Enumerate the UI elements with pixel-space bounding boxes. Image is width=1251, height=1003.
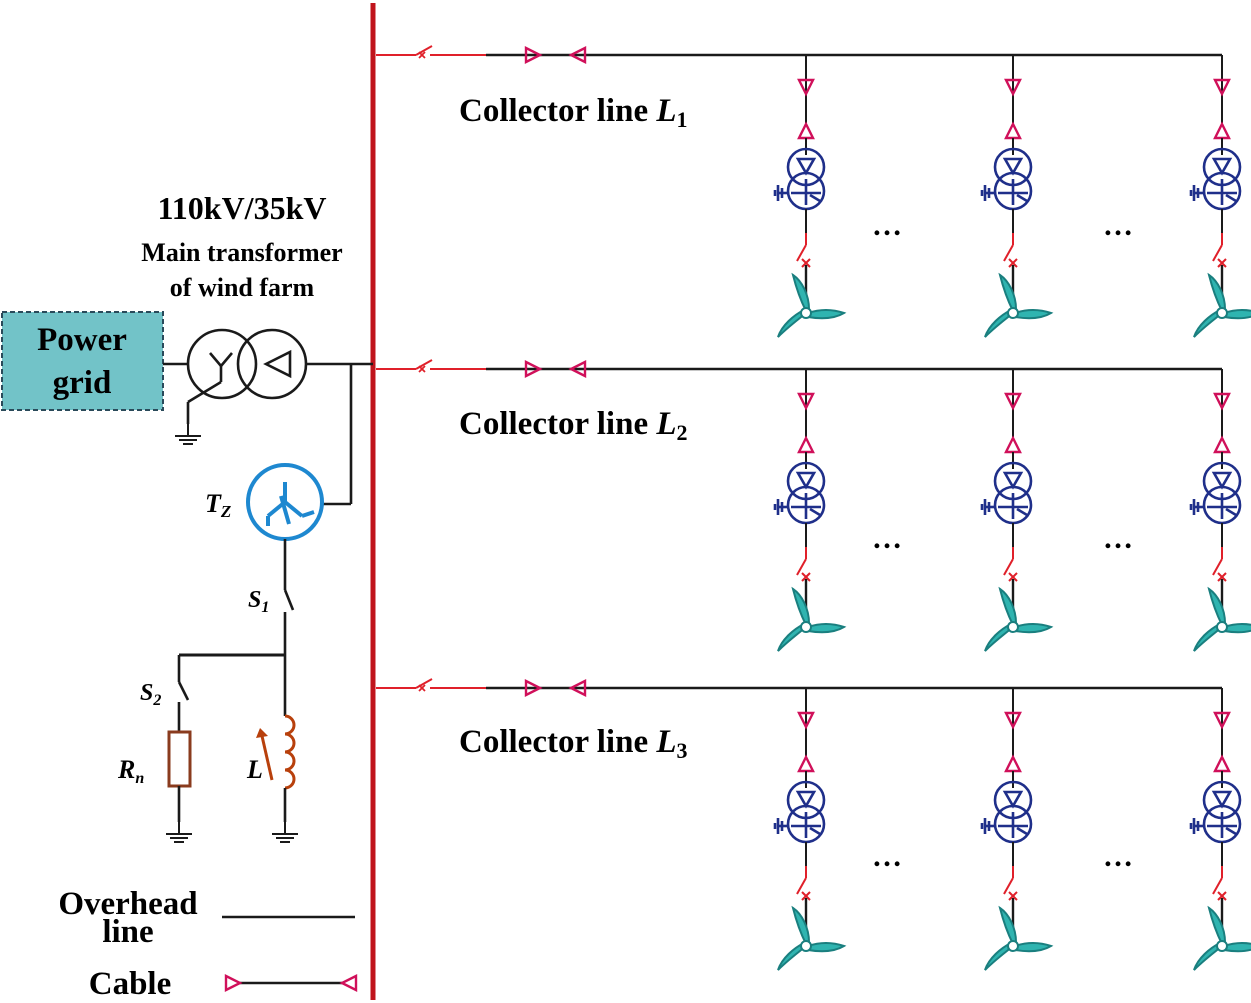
- power-grid-box: [1, 311, 164, 411]
- ellipsis: …: [1103, 522, 1133, 555]
- ellipsis: …: [1103, 209, 1133, 242]
- ellipsis: …: [872, 840, 902, 873]
- collector-line-1: [375, 45, 1251, 337]
- collector-label-2: Collector line L2: [459, 406, 688, 445]
- power-grid-label: grid: [53, 365, 112, 401]
- resistor-rn: [167, 730, 192, 788]
- switch-s2: [177, 655, 190, 732]
- ellipsis: …: [872, 522, 902, 555]
- collector-label-1: Collector line L1: [459, 93, 688, 132]
- legend-overhead-label: line: [102, 914, 153, 950]
- ellipsis: …: [1103, 840, 1133, 873]
- power-grid-label: Power: [37, 322, 127, 358]
- collector-label-3: Collector line L3: [459, 724, 688, 763]
- inductor-label: L: [246, 755, 263, 784]
- tz-label: TZ: [205, 489, 231, 521]
- legend-cable-label: Cable: [89, 966, 172, 1002]
- transformer-name-label: of wind farm: [170, 273, 315, 302]
- ellipsis: …: [872, 209, 902, 242]
- transformer-voltage-label: 110kV/35kV: [158, 190, 327, 226]
- s1-label: S1: [248, 587, 269, 616]
- legend-overhead-label: Overhead: [58, 886, 197, 922]
- transformer-name-label: Main transformer: [141, 238, 342, 267]
- inductor-l: [256, 655, 296, 822]
- collector-line-3: [375, 678, 1251, 970]
- rn-label: Rn: [117, 755, 144, 787]
- main-transformer: [163, 328, 373, 424]
- collector-line-2: [375, 359, 1251, 651]
- s2-label: S2: [140, 680, 161, 709]
- grounding-transformer: [246, 364, 353, 541]
- legend: Overhead line Cable: [58, 886, 358, 1002]
- switch-s1: [283, 539, 295, 655]
